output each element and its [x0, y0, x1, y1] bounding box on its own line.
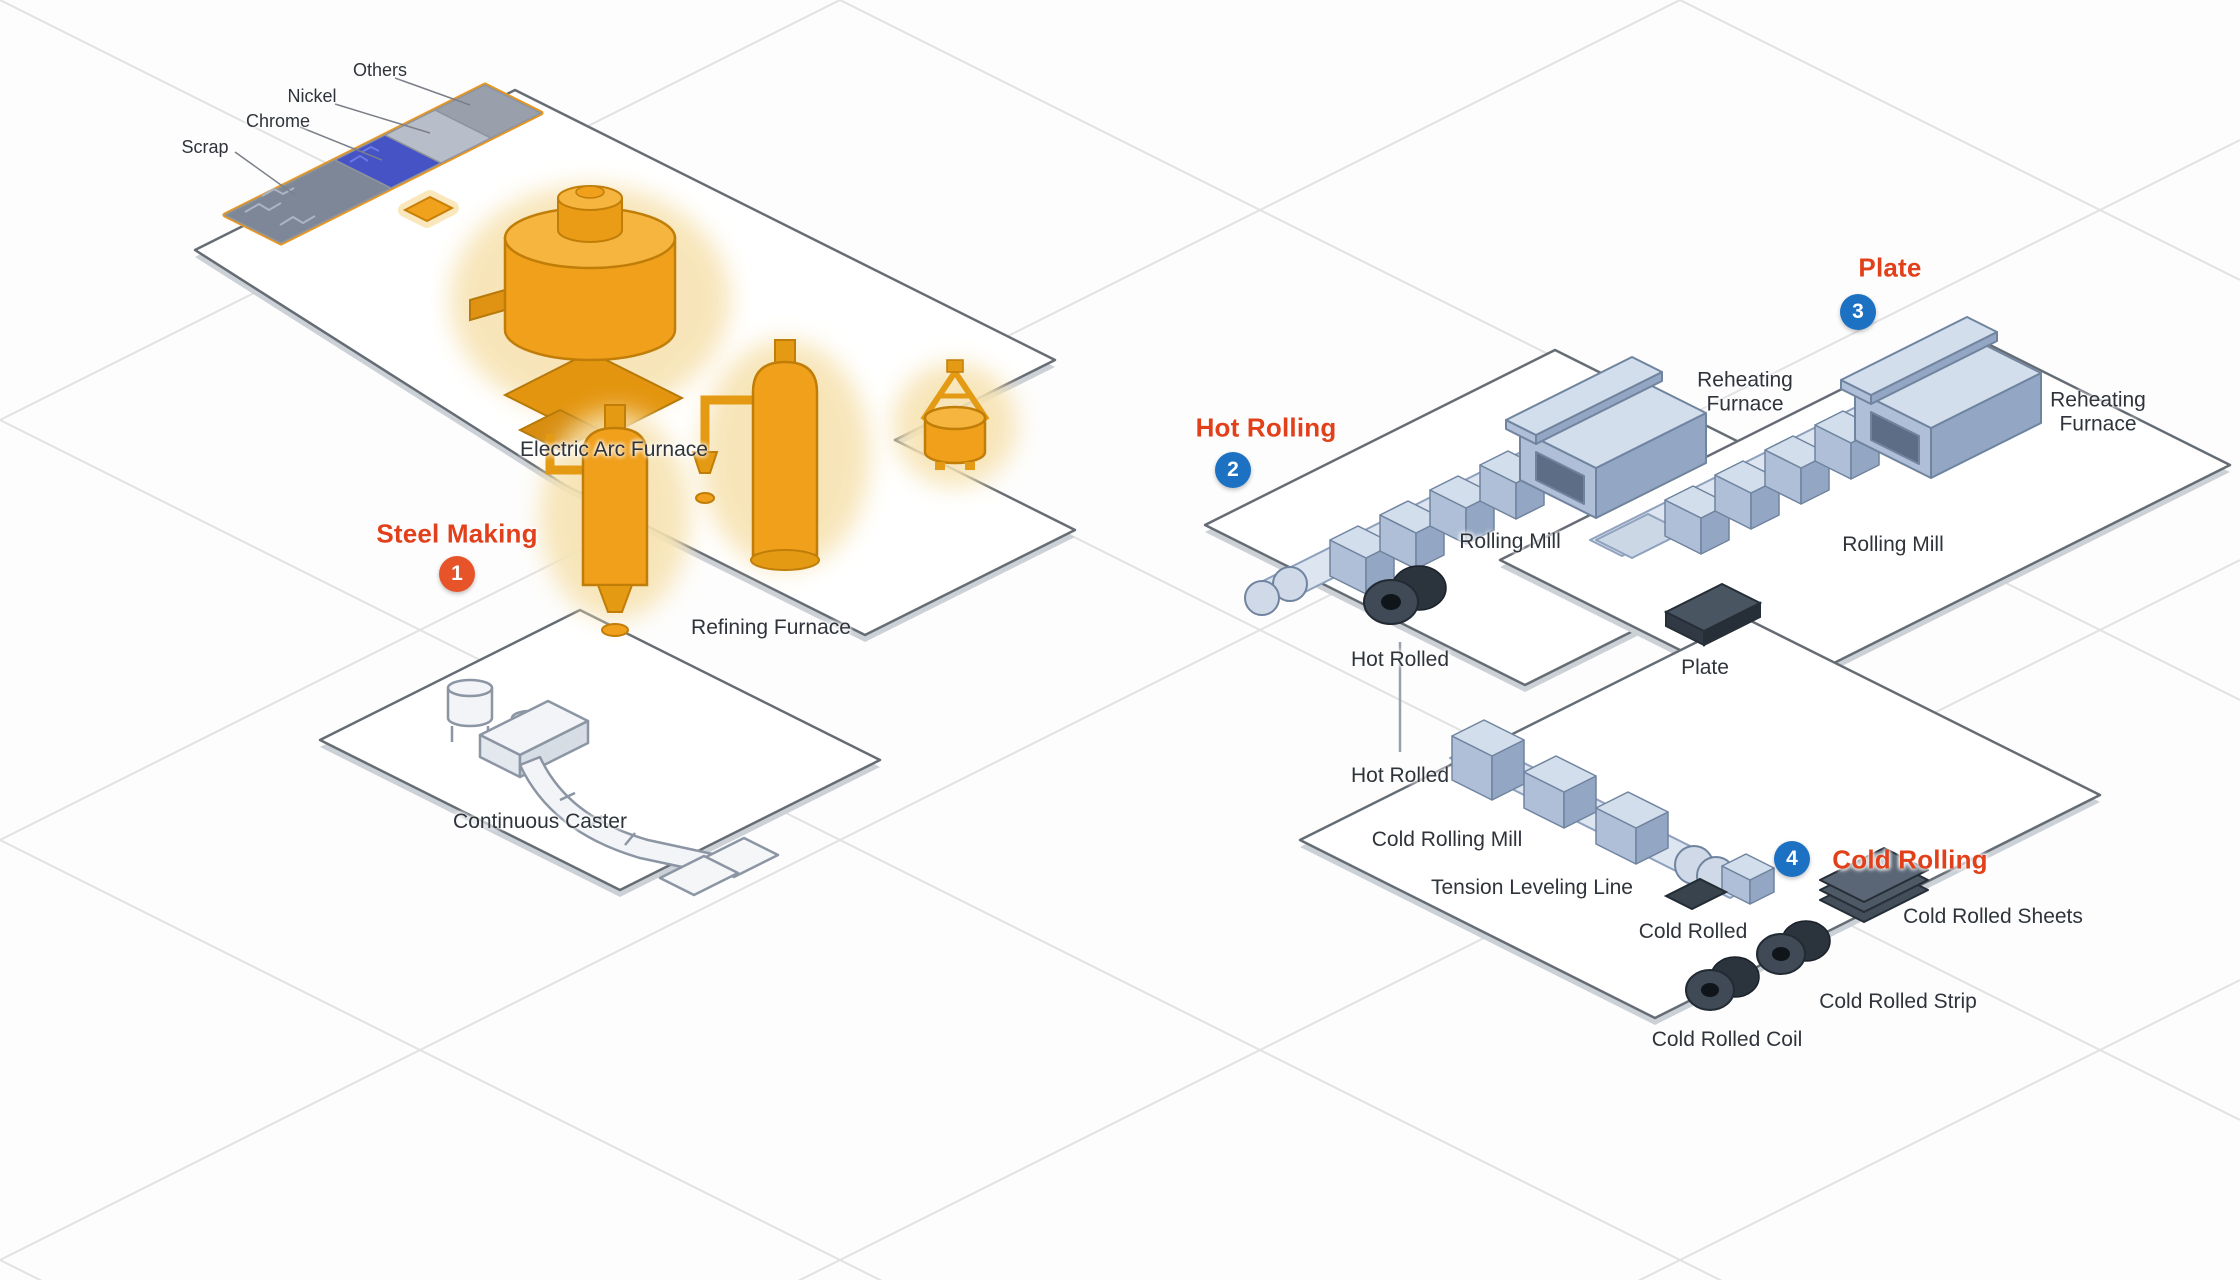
raw-material-tray-icon [222, 77, 544, 246]
label-others: Others [352, 59, 408, 80]
label-continuous-caster: Continuous Caster [453, 810, 627, 834]
reheating-furnace-hot-icon [1505, 356, 1707, 519]
platform-cold-rolling [1298, 616, 2102, 1020]
cold-rolled-sheets-icon [1819, 847, 1929, 923]
label-electric-arc-furnace: Electric Arc Furnace [520, 438, 708, 462]
label-refining-furnace: Refining Furnace [691, 616, 851, 640]
cold-rolled-strip-icon [1756, 920, 1831, 975]
hot-rolled-coil-icon [1363, 565, 1447, 625]
section-title-plate: Plate [1858, 252, 1922, 283]
label-tension-leveling-line: Tension Leveling Line [1431, 876, 1633, 900]
electric-arc-furnace-icon [450, 185, 730, 452]
label-hot-rolled-out: Hot Rolled [1350, 648, 1450, 672]
section-title-steel-making: Steel Making [376, 518, 538, 549]
badge-plate: 3 [1840, 294, 1876, 330]
label-hot-rolled-in: Hot Rolled [1350, 764, 1450, 788]
cold-rolled-coil-icon [1685, 956, 1760, 1011]
badge-hot-rolling: 2 [1215, 452, 1251, 488]
platform-continuous-caster [318, 608, 882, 892]
label-cold-rolled: Cold Rolled [1638, 920, 1748, 944]
refining-furnace-icon [540, 339, 1017, 637]
badge-cold-rolling: 4 [1774, 841, 1810, 877]
reheating-furnace-plate-icon [1840, 316, 2042, 479]
section-title-cold-rolling: Cold Rolling [1832, 844, 1988, 875]
cold-rolled-block-icon [1663, 877, 1729, 911]
cold-rolling-line-icon [1449, 719, 1775, 905]
label-cold-rolled-sheets: Cold Rolled Sheets [1903, 905, 2083, 929]
label-reheating-furnace-hot: Reheating Furnace [1697, 368, 1793, 415]
others-cell-icon [434, 84, 542, 139]
badge-steel-making: 1 [439, 556, 475, 592]
label-cold-rolled-coil: Cold Rolled Coil [1651, 1028, 1803, 1052]
scrap-chunk-icon [398, 190, 459, 228]
section-title-hot-rolling: Hot Rolling [1195, 412, 1337, 443]
plate-rolling-mill-icon [1589, 316, 2042, 559]
plate-product-icon [1663, 582, 1763, 647]
continuous-caster-icon [446, 678, 780, 897]
label-chrome: Chrome [245, 110, 311, 131]
label-rolling-mill-plate: Rolling Mill [1842, 533, 1944, 557]
label-cold-rolled-strip: Cold Rolled Strip [1819, 990, 1977, 1014]
label-scrap: Scrap [181, 136, 229, 157]
label-nickel: Nickel [287, 85, 337, 106]
label-cold-rolling-mill: Cold Rolling Mill [1371, 828, 1523, 852]
hot-rolling-mill-icon [1244, 356, 1707, 616]
label-plate-product: Plate [1681, 656, 1729, 680]
label-rolling-mill-hot: Rolling Mill [1459, 530, 1561, 554]
label-reheating-furnace-plate: Reheating Furnace [2050, 388, 2146, 435]
